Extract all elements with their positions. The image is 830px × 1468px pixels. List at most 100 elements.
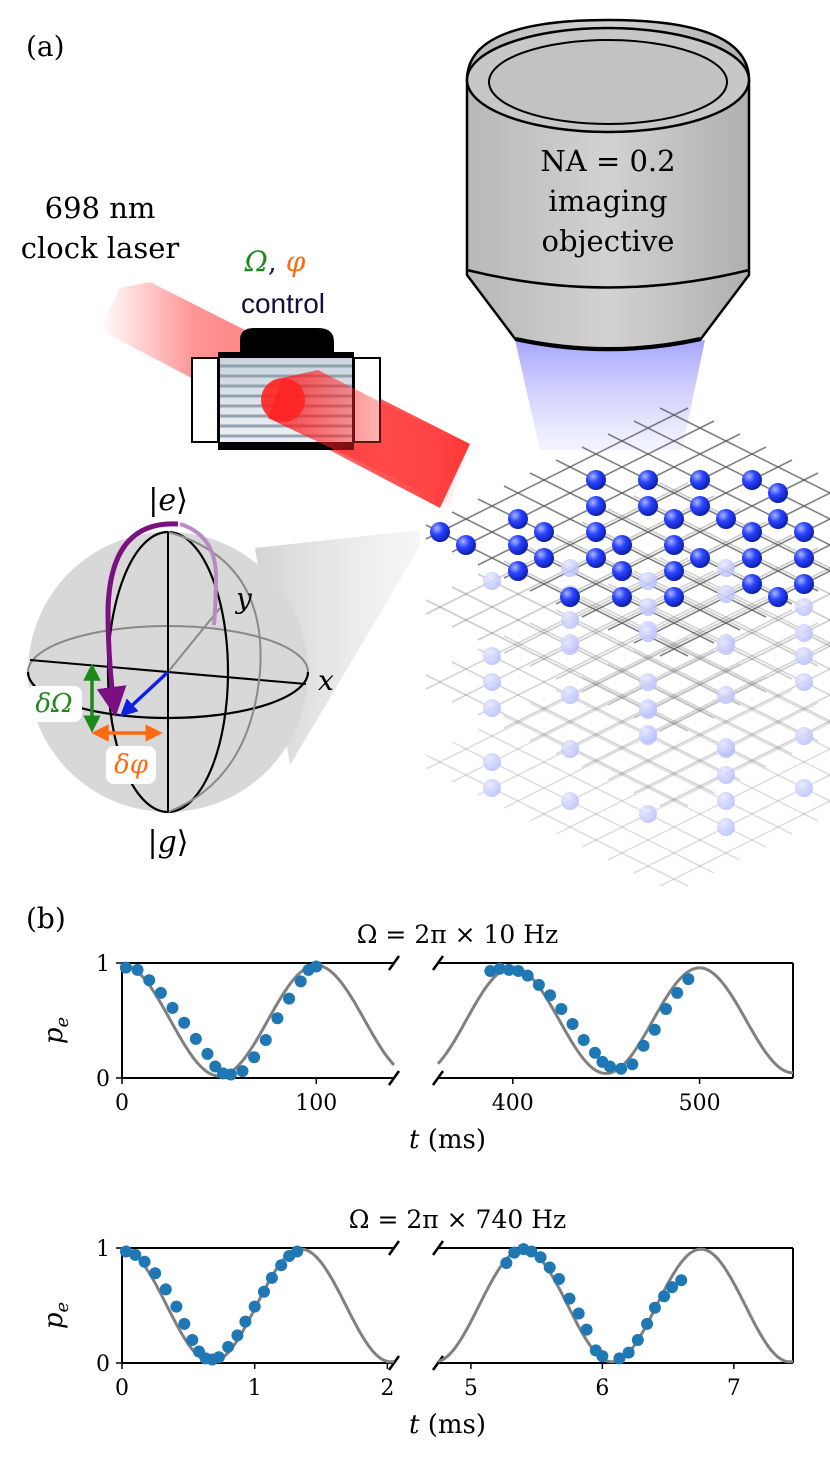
- lattice-atom-faint: [717, 559, 735, 577]
- rotation-arrow-shadow: [179, 522, 219, 626]
- bloch-x-label: x: [318, 664, 334, 697]
- lattice-atom: [690, 548, 710, 568]
- bloch-meridian-back: [167, 531, 262, 813]
- lattice-atom: [768, 587, 788, 607]
- lattice-atom: [742, 574, 762, 594]
- data-point: [532, 978, 545, 991]
- fit-curve: [437, 1247, 794, 1364]
- data-point: [641, 1317, 654, 1330]
- data-point: [671, 986, 684, 999]
- chart-ylabel: pe: [39, 1017, 73, 1044]
- lattice-atom-faint: [639, 572, 657, 590]
- xtick-label: 100: [295, 1091, 337, 1116]
- lattice-line: [451, 420, 715, 553]
- lattice-atom: [430, 522, 450, 542]
- lattice-atom: [768, 483, 788, 503]
- data-point: [631, 1334, 644, 1346]
- data-point: [534, 1251, 547, 1264]
- xtick-label: 2: [380, 1376, 394, 1401]
- ytick-label: 0: [96, 1067, 110, 1092]
- lattice-line: [425, 407, 689, 540]
- lattice-atom-faint: [639, 598, 657, 616]
- xtick-label: 5: [464, 1376, 478, 1401]
- xlabel-var: t: [409, 1125, 420, 1155]
- data-point: [603, 1060, 616, 1073]
- data-point: [572, 1307, 585, 1320]
- chart-title: Ω = 2π × 10 Hz: [357, 920, 558, 949]
- lattice-line: [633, 619, 830, 719]
- axis-break-mark: [431, 955, 445, 971]
- lattice-atom: [508, 509, 528, 529]
- data-point: [143, 974, 156, 987]
- axis-break-mark: [431, 1070, 445, 1086]
- lattice-atom-faint: [795, 673, 813, 691]
- data-point: [659, 1003, 672, 1015]
- data-point: [577, 1034, 590, 1047]
- data-point: [626, 1058, 639, 1071]
- data-point: [222, 1340, 235, 1353]
- lattice-line: [581, 596, 830, 722]
- fit-curve: [121, 963, 396, 1078]
- lattice-atom-faint: [717, 585, 735, 603]
- delta-omega-label-bg: [26, 686, 82, 722]
- lattice-atom-faint: [639, 805, 657, 823]
- data-point: [189, 1032, 202, 1045]
- lattice-atom-faint: [717, 766, 735, 784]
- lattice-atom-faint: [561, 686, 579, 704]
- lattice-line: [659, 645, 830, 732]
- lattice-atom: [742, 548, 762, 568]
- lattice-atom: [612, 587, 632, 607]
- data-point: [259, 1034, 272, 1047]
- delta-phi-label-bg: [106, 746, 156, 784]
- omega-symbol: Ω: [244, 245, 268, 278]
- laser-beam-out: [268, 370, 470, 505]
- lattice-line: [477, 583, 741, 716]
- data-point: [613, 1352, 626, 1365]
- lattice-atom: [794, 574, 814, 594]
- xtick-label: 6: [595, 1376, 609, 1401]
- lattice-atom: [794, 548, 814, 568]
- data-point: [648, 1301, 661, 1314]
- data-point: [224, 1068, 237, 1081]
- data-point: [236, 1065, 249, 1078]
- lattice-line: [555, 689, 819, 822]
- lattice-line: [633, 694, 830, 794]
- lattice-atom-faint: [639, 673, 657, 691]
- lattice-atom-faint: [795, 647, 813, 665]
- lattice-line: [503, 596, 767, 729]
- atom-lattice: [425, 407, 830, 887]
- data-point: [310, 960, 323, 973]
- lattice-atom-faint: [795, 779, 813, 797]
- lattice-line: [659, 570, 830, 657]
- data-point: [119, 1245, 132, 1258]
- data-point: [209, 1060, 222, 1073]
- laser-spot: [261, 378, 305, 422]
- lattice-atom-faint: [483, 572, 501, 590]
- data-point: [555, 1003, 568, 1015]
- ylabel-sub: e: [52, 1302, 73, 1313]
- data-point: [675, 1274, 688, 1287]
- lattice-atom-faint: [795, 624, 813, 642]
- data-point: [484, 965, 497, 978]
- lattice-line: [581, 722, 830, 848]
- lattice-atom-faint: [561, 792, 579, 810]
- lattice-line: [633, 650, 830, 750]
- chart-xlabel: t (ms): [409, 1410, 486, 1440]
- panel-a-label: (a): [26, 30, 65, 63]
- lattice-atom-faint: [717, 686, 735, 704]
- lattice-atom: [586, 496, 606, 516]
- lattice-atom: [690, 470, 710, 490]
- ytick-label: 1: [96, 1237, 110, 1262]
- chart-title: Ω = 2π × 740 Hz: [349, 1205, 566, 1234]
- lattice-line: [425, 754, 689, 887]
- data-point: [291, 1245, 304, 1258]
- data-point: [271, 1012, 284, 1025]
- data-point: [131, 963, 144, 976]
- lattice-atom: [638, 470, 658, 490]
- lattice-atom: [664, 587, 684, 607]
- lattice-line: [477, 728, 741, 861]
- lattice-atom-faint: [795, 727, 813, 745]
- data-point: [129, 1248, 142, 1261]
